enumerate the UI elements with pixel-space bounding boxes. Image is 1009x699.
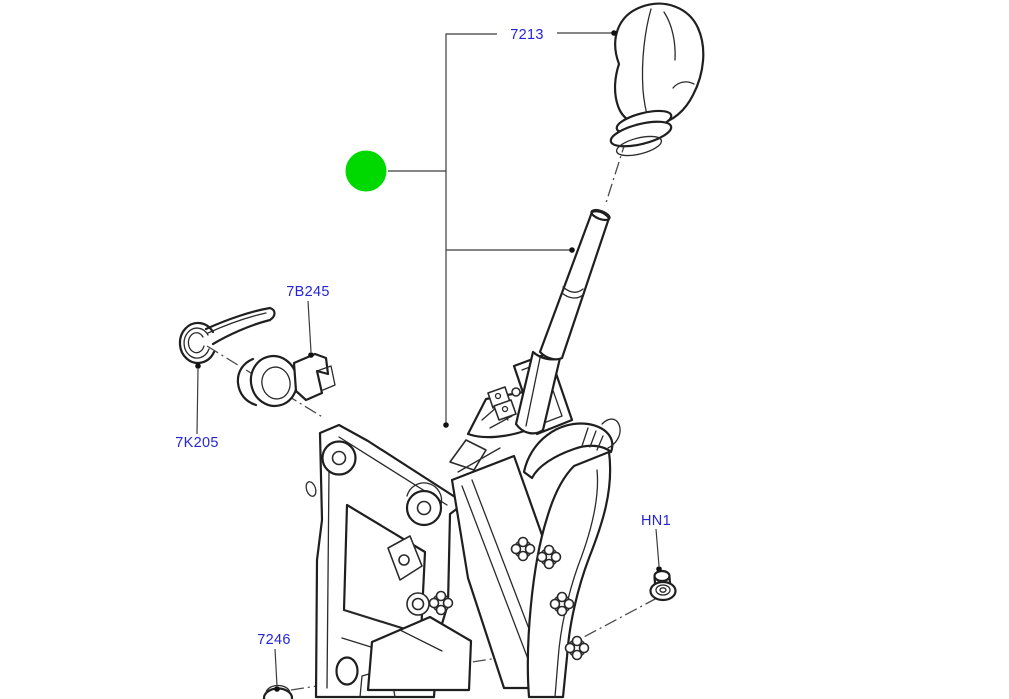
assembly-axis-lines bbox=[206, 139, 658, 691]
knob-body bbox=[613, 2, 705, 128]
shifter-base-assembly bbox=[305, 387, 621, 699]
shaft-upper-cylinder bbox=[538, 210, 611, 361]
gear-shift-knob bbox=[609, 2, 705, 157]
part-label-7B245[interactable]: 7B245 bbox=[286, 284, 329, 300]
knob-collar bbox=[609, 109, 673, 157]
callout-7B245: 7B245 bbox=[286, 284, 329, 358]
part-label-7246[interactable]: 7246 bbox=[257, 632, 290, 648]
bolt-hole-oval bbox=[335, 656, 359, 686]
callout-HN1: HN1 bbox=[641, 513, 671, 572]
housing-right-leg bbox=[526, 450, 612, 699]
shaft-lower-tube bbox=[514, 350, 562, 435]
housing-wing bbox=[522, 422, 614, 480]
callout-7213: 7213 bbox=[388, 27, 617, 428]
part-label-HN1[interactable]: HN1 bbox=[641, 513, 671, 529]
bolt-head-rosettes bbox=[428, 536, 590, 661]
torsion-spring bbox=[178, 306, 276, 365]
knob-axis-line bbox=[604, 139, 627, 207]
part-label-7213[interactable]: 7213 bbox=[510, 27, 543, 43]
green-click-marker bbox=[345, 150, 387, 192]
callout-7K205: 7K205 bbox=[175, 363, 218, 451]
flange-nut bbox=[649, 569, 677, 602]
shift-lever-shaft bbox=[514, 208, 611, 435]
callout-7246: 7246 bbox=[257, 632, 290, 692]
pedestal-bracket bbox=[366, 615, 473, 692]
part-label-7K205[interactable]: 7K205 bbox=[175, 435, 218, 451]
bushing-clamp-bracket bbox=[236, 352, 336, 408]
